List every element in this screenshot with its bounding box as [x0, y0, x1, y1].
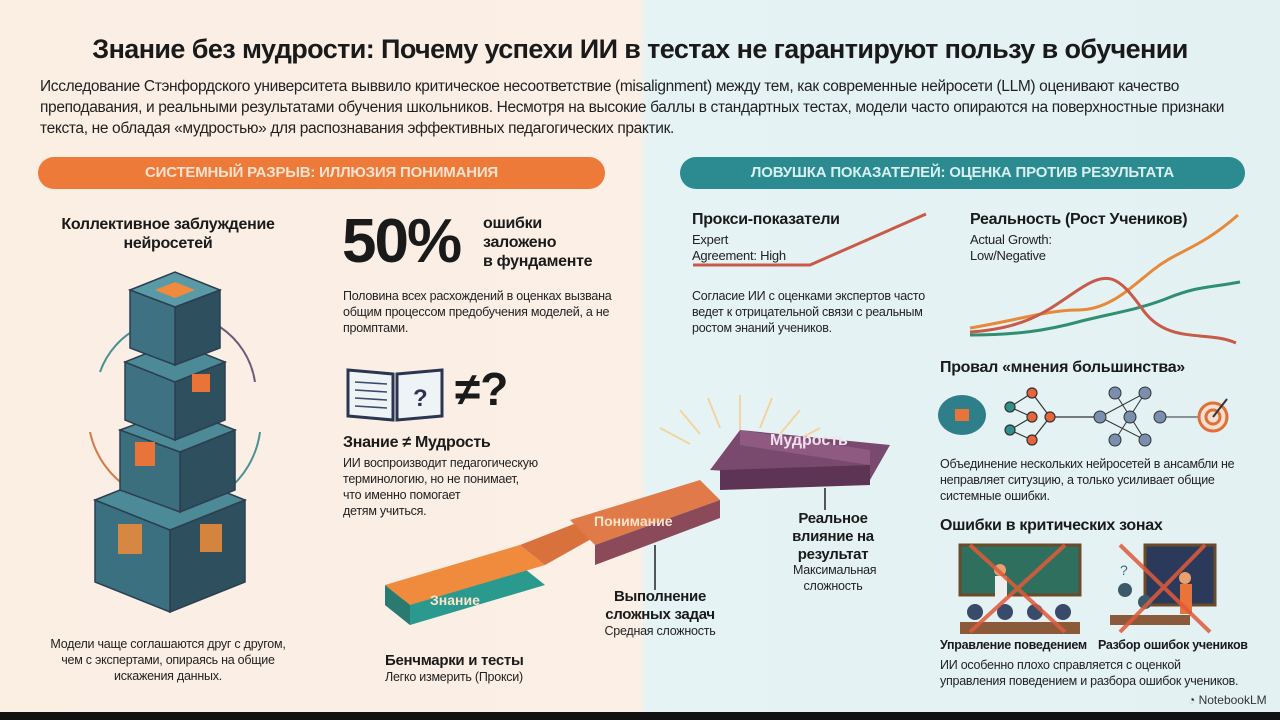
knowledge-stairs-illustration	[385, 395, 890, 625]
step-understanding: Понимание	[594, 513, 673, 529]
circuit-cube-tower-icon	[89, 271, 261, 614]
wisdom-text-line: детям учиться.	[343, 504, 427, 518]
reality-line-orange	[969, 213, 1239, 330]
caption-benchmarks-title: Бенчмарки и тесты	[385, 652, 524, 669]
critical-label-behavior: Управление поведением	[940, 638, 1087, 652]
majority-text: Объединение нескольких нейросетей в анса…	[940, 457, 1235, 503]
proxy-line	[693, 212, 927, 267]
stat-label-line: ошибки	[483, 215, 542, 232]
brand-name: NotebookLM	[1198, 693, 1267, 707]
stat-value: 50%	[342, 207, 462, 276]
notebooklm-logo: ◔ NotebookLM	[1188, 693, 1267, 707]
proxy-heading: Прокси-показатели	[692, 211, 840, 228]
reality-sub-line: Actual Growth:	[970, 232, 1052, 247]
brain-icon	[938, 395, 986, 435]
proxy-sub-line: Agreement: High	[692, 248, 786, 263]
notebooklm-icon: ◔	[1188, 693, 1199, 707]
left-section-banner: СИСТЕМНЫЙ РАЗРЫВ: ИЛЛЮЗИЯ ПОНИМАНИЯ	[38, 157, 605, 189]
small-network-icon	[1004, 387, 1100, 446]
stat-label-line: заложено	[483, 234, 557, 251]
collective-caption: Модели чаще соглашаются друг с другом, ч…	[50, 637, 286, 683]
critical-text: ИИ особенно плохо справляется с оценкой …	[940, 658, 1239, 688]
step-knowledge: Знание	[430, 592, 480, 608]
right-section-banner: ЛОВУШКА ПОКАЗАТЕЛЕЙ: ОЦЕНКА ПРОТИВ РЕЗУЛ…	[680, 157, 1245, 189]
reality-heading: Реальность (Рост Учеников)	[970, 211, 1188, 228]
caption-impact-title: Реальное влияние на результат	[792, 510, 874, 563]
stat-label-line: в фундаменте	[483, 253, 593, 270]
wisdom-text-line: ИИ воспроизводит педагогическую	[343, 456, 538, 470]
stat-text: Половина всех расхождений в оценках вызв…	[343, 289, 612, 335]
wisdom-heading: Знание ≠ Мудрость	[343, 434, 491, 451]
majority-icons	[938, 386, 1229, 447]
caption-complex-title: Выполнение сложных задач	[605, 588, 715, 623]
critical-label-errors: Разбор ошибок учеников	[1098, 638, 1248, 652]
caption-complex-sub: Средная сложность	[604, 624, 716, 638]
caption-benchmarks-sub: Легко измерить (Прокси)	[385, 670, 523, 684]
reality-sub-line: Low/Negative	[970, 248, 1046, 263]
step-wisdom: Мудрость	[770, 432, 848, 449]
intro-text: Исследование Стэнфордского университета …	[40, 78, 1225, 137]
critical-heading: Ошибки в критических зонах	[940, 517, 1163, 534]
reality-line-red	[969, 276, 1237, 345]
proxy-text: Согласие ИИ с оценками экспертов часто в…	[692, 289, 925, 335]
target-icon	[1197, 398, 1229, 433]
caption-impact-sub: Максимальная сложность	[793, 563, 877, 593]
svg-text:?: ?	[1120, 562, 1128, 578]
behavior-management-icon	[958, 543, 1082, 634]
wisdom-text-line: терминологию, но не понимает,	[343, 472, 519, 486]
dense-network-icon	[1093, 386, 1200, 447]
reality-lines	[969, 213, 1241, 345]
not-equal-question: ≠?	[455, 363, 509, 415]
open-book-icon: ?	[346, 368, 444, 422]
reality-line-green	[969, 280, 1241, 337]
majority-heading: Провал «мнения большинства»	[940, 359, 1185, 376]
proxy-sub-line: Expert	[692, 232, 729, 247]
error-analysis-icon: ?	[1110, 543, 1217, 634]
svg-text:?: ?	[413, 385, 428, 412]
wisdom-text-line: что именно помогает	[343, 488, 461, 502]
page-title: Знание без мудрости: Почему успехи ИИ в …	[92, 34, 1188, 64]
collective-heading: Коллективное заблуждение нейросетей	[61, 216, 275, 252]
bottom-bar	[0, 712, 1280, 720]
